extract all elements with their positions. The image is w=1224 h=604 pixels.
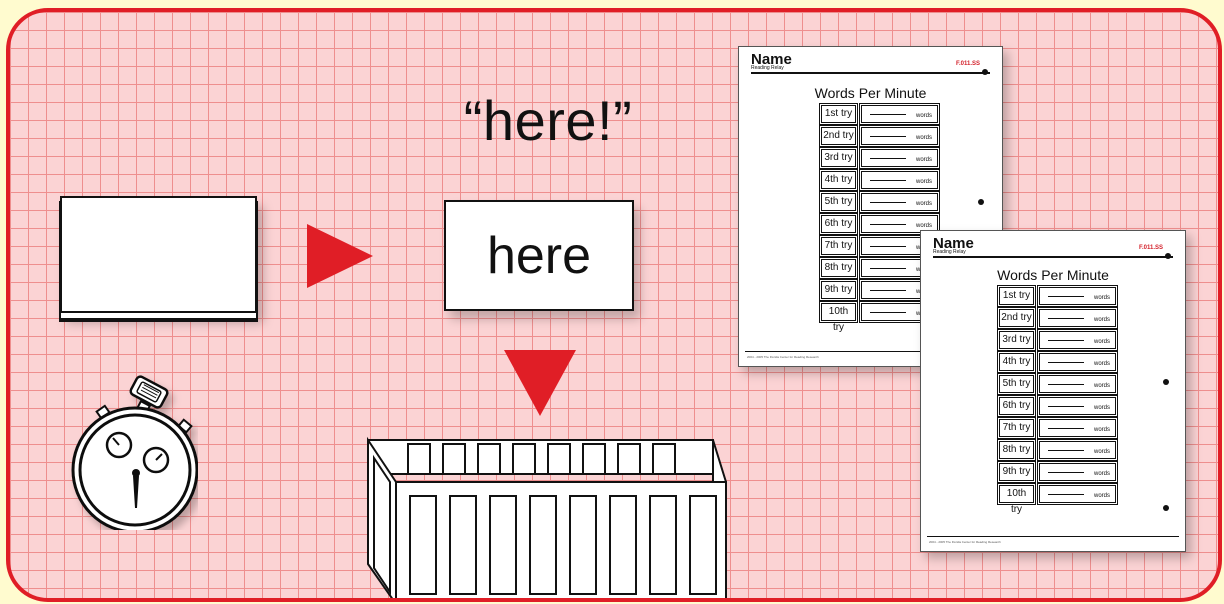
binder-hole-icon bbox=[982, 69, 988, 75]
word-count-field: words bbox=[1039, 397, 1116, 415]
words-unit: words bbox=[1094, 405, 1110, 411]
word-count-field: words bbox=[861, 193, 938, 211]
worksheet-rows: 1st try words 2nd try words 3rd try words 4… bbox=[999, 287, 1116, 507]
try-row: 5th try words bbox=[999, 375, 1116, 393]
words-unit: words bbox=[1094, 361, 1110, 367]
try-label: 6th try bbox=[999, 397, 1034, 415]
card-stack-icon bbox=[60, 196, 257, 313]
binder-hole-icon bbox=[1165, 253, 1171, 259]
binder-hole-icon bbox=[978, 199, 984, 205]
words-unit: words bbox=[1094, 449, 1110, 455]
worksheet-footer: 2004 - 2005 The Florida Center for Readi… bbox=[747, 355, 819, 359]
try-row: 10th try words bbox=[999, 485, 1116, 503]
try-label: 2nd try bbox=[821, 127, 856, 145]
word-count-field: words bbox=[1039, 331, 1116, 349]
try-label: 7th try bbox=[999, 419, 1034, 437]
try-row: 1st try words bbox=[821, 105, 938, 123]
try-label: 5th try bbox=[821, 193, 856, 211]
try-label: 7th try bbox=[821, 237, 856, 255]
try-label: 5th try bbox=[999, 375, 1034, 393]
try-row: 4th try words bbox=[821, 171, 938, 189]
words-unit: words bbox=[916, 223, 932, 229]
word-count-field: words bbox=[1039, 419, 1116, 437]
try-label: 4th try bbox=[999, 353, 1034, 371]
try-row: 2nd try words bbox=[999, 309, 1116, 327]
word-count-field: words bbox=[1039, 287, 1116, 305]
worksheet-subtitle: Reading Relay bbox=[933, 249, 966, 255]
word-count-field: words bbox=[1039, 463, 1116, 481]
try-label: 9th try bbox=[821, 281, 856, 299]
words-unit: words bbox=[1094, 493, 1110, 499]
try-row: 3rd try words bbox=[999, 331, 1116, 349]
try-row: 9th try words bbox=[999, 463, 1116, 481]
arrow-right-icon bbox=[307, 224, 377, 288]
word-count-field: words bbox=[861, 105, 938, 123]
try-row: 8th try words bbox=[999, 441, 1116, 459]
try-row: 3rd try words bbox=[821, 149, 938, 167]
worksheet-footer: 2004 - 2005 The Florida Center for Readi… bbox=[929, 540, 1001, 544]
try-label: 3rd try bbox=[821, 149, 856, 167]
word-count-field: words bbox=[861, 171, 938, 189]
word-count-field: words bbox=[1039, 375, 1116, 393]
try-row: 5th try words bbox=[821, 193, 938, 211]
try-label: 8th try bbox=[999, 441, 1034, 459]
words-unit: words bbox=[1094, 383, 1110, 389]
try-label: 3rd try bbox=[999, 331, 1034, 349]
try-label: 1st try bbox=[999, 287, 1034, 305]
words-unit: words bbox=[916, 179, 932, 185]
word-count-field: words bbox=[861, 127, 938, 145]
worksheet-header-line bbox=[933, 256, 1173, 258]
word-count-field: words bbox=[1039, 485, 1116, 503]
words-unit: words bbox=[1094, 427, 1110, 433]
try-label: 9th try bbox=[999, 463, 1034, 481]
try-row: 7th try words bbox=[999, 419, 1116, 437]
try-label: 1st try bbox=[821, 105, 856, 123]
try-label: 2nd try bbox=[999, 309, 1034, 327]
worksheet-title: Words Per Minute bbox=[739, 85, 1002, 101]
worksheet-front: Name Reading Relay F.011.SS Words Per Mi… bbox=[920, 230, 1186, 552]
worksheet-subtitle: Reading Relay bbox=[751, 65, 784, 71]
stopwatch-icon bbox=[58, 370, 198, 530]
word-count-field: words bbox=[1039, 353, 1116, 371]
word-count-field: words bbox=[1039, 309, 1116, 327]
words-unit: words bbox=[916, 157, 932, 163]
try-label: 6th try bbox=[821, 215, 856, 233]
worksheet-code: F.011.SS bbox=[1139, 245, 1163, 251]
words-unit: words bbox=[916, 201, 932, 207]
words-unit: words bbox=[1094, 339, 1110, 345]
word-card: here bbox=[444, 200, 634, 311]
word-count-field: words bbox=[861, 149, 938, 167]
try-row: 4th try words bbox=[999, 353, 1116, 371]
try-row: 1st try words bbox=[999, 287, 1116, 305]
binder-hole-icon bbox=[1163, 379, 1169, 385]
words-unit: words bbox=[916, 135, 932, 141]
words-unit: words bbox=[1094, 317, 1110, 323]
worksheet-title: Words Per Minute bbox=[921, 267, 1185, 283]
try-label: 10th try bbox=[821, 303, 856, 321]
try-row: 6th try words bbox=[999, 397, 1116, 415]
try-label: 8th try bbox=[821, 259, 856, 277]
try-label: 4th try bbox=[821, 171, 856, 189]
try-row: 2nd try words bbox=[821, 127, 938, 145]
word-count-field: words bbox=[1039, 441, 1116, 459]
worksheet-code: F.011.SS bbox=[956, 61, 980, 67]
words-unit: words bbox=[1094, 471, 1110, 477]
spoken-word: “here!” bbox=[428, 88, 668, 153]
try-label: 10th try bbox=[999, 485, 1034, 503]
worksheet-header-line bbox=[751, 72, 990, 74]
words-unit: words bbox=[1094, 295, 1110, 301]
activity-diagram: “here!” here bbox=[6, 8, 1222, 602]
binder-hole-icon bbox=[1163, 505, 1169, 511]
arrow-down-icon bbox=[504, 350, 576, 418]
worksheet-footer-line bbox=[927, 536, 1179, 537]
card-box-icon bbox=[358, 432, 728, 602]
words-unit: words bbox=[916, 113, 932, 119]
